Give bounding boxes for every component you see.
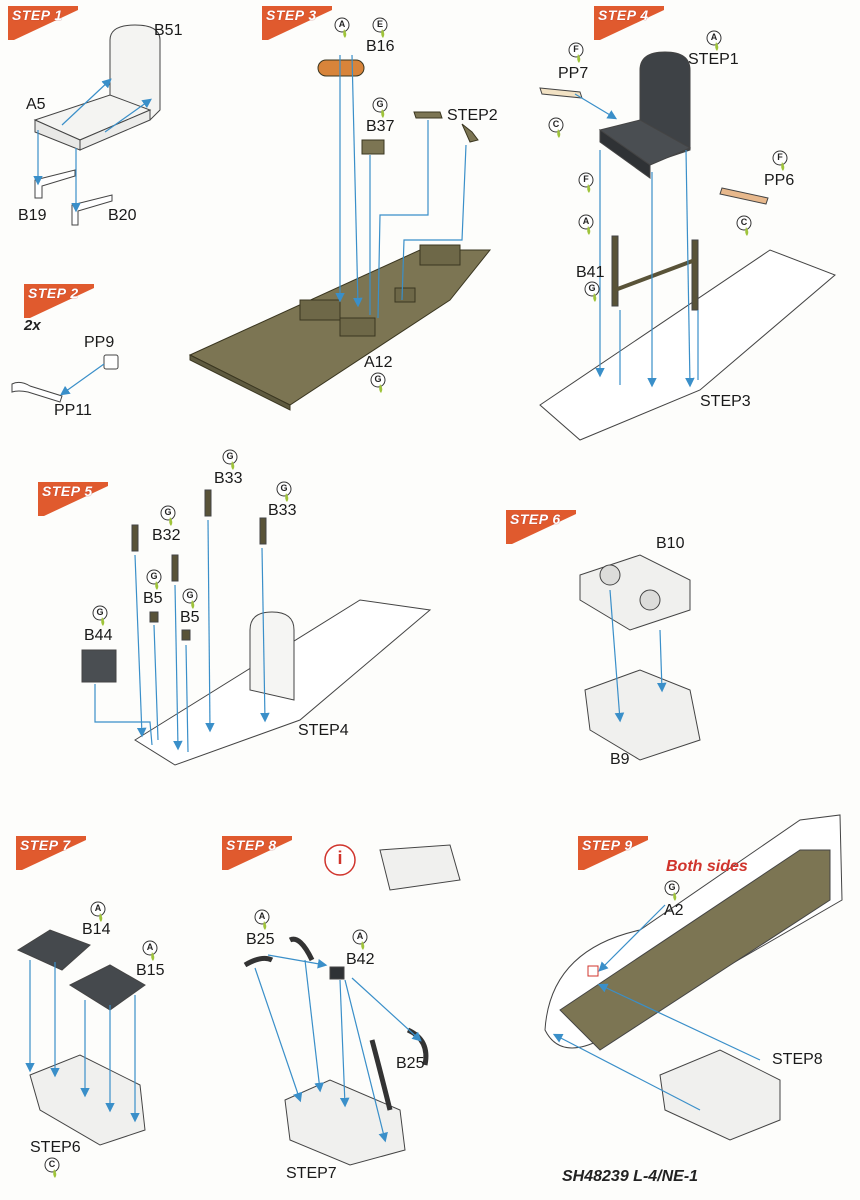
part-label: A12 bbox=[364, 354, 393, 371]
step2-flag: STEP 2 bbox=[24, 284, 94, 318]
step9-note: Both sides bbox=[666, 858, 748, 875]
step5-flag-label: STEP 5 bbox=[42, 483, 93, 499]
part-label: A5 bbox=[26, 96, 46, 113]
part-label: B33 bbox=[268, 502, 297, 519]
part-label: B44 bbox=[84, 627, 113, 644]
step4-drawing bbox=[539, 51, 836, 441]
part-label: B16 bbox=[366, 38, 395, 55]
paint-badge: A bbox=[706, 30, 722, 52]
part-label: B5 bbox=[180, 609, 200, 626]
part-label: B32 bbox=[152, 527, 181, 544]
paint-badge: G bbox=[182, 588, 198, 610]
part-label: PP7 bbox=[558, 65, 589, 82]
part-label: B14 bbox=[82, 921, 111, 938]
paint-badge: A bbox=[142, 940, 158, 962]
step2-flag-label: STEP 2 bbox=[28, 285, 79, 301]
part-label: STEP2 bbox=[447, 107, 498, 124]
paint-badge: G bbox=[146, 569, 162, 591]
part-label: B25 bbox=[396, 1055, 425, 1072]
part-label: STEP8 bbox=[772, 1051, 823, 1068]
part-label: B37 bbox=[366, 118, 395, 135]
step5-flag: STEP 5 bbox=[38, 482, 108, 516]
step7-drawing bbox=[16, 929, 146, 1146]
step6-drawing bbox=[579, 554, 701, 761]
info-icon: i bbox=[337, 848, 343, 868]
footer-kit-code: SH48239 L-4/NE-1 bbox=[562, 1168, 699, 1185]
paint-badge: A bbox=[254, 909, 270, 931]
part-label: B33 bbox=[214, 470, 243, 487]
paint-badge: F bbox=[568, 42, 584, 64]
step3-flag-label: STEP 3 bbox=[266, 7, 317, 23]
paint-badge: G bbox=[160, 505, 176, 527]
part-label: A2 bbox=[664, 902, 684, 919]
step2-parts-drawing bbox=[11, 354, 119, 403]
step6-flag-label: STEP 6 bbox=[510, 511, 561, 527]
paint-badge: C bbox=[44, 1157, 60, 1179]
part-label: B41 bbox=[576, 264, 605, 281]
step9-flag: STEP 9 bbox=[578, 836, 648, 870]
paint-badge: A bbox=[334, 17, 350, 39]
paint-badge: G bbox=[664, 880, 680, 902]
part-label: B25 bbox=[246, 931, 275, 948]
step3-flag: STEP 3 bbox=[262, 6, 332, 40]
step1-flag-label: STEP 1 bbox=[12, 7, 63, 23]
step7-flag-label: STEP 7 bbox=[20, 837, 71, 853]
part-label: STEP7 bbox=[286, 1165, 337, 1182]
paint-badge: C bbox=[548, 117, 564, 139]
paint-badge: F bbox=[772, 150, 788, 172]
paint-badge: G bbox=[372, 97, 388, 119]
paint-badge: E bbox=[372, 17, 388, 39]
step9-drawing bbox=[544, 814, 843, 1141]
part-label: B42 bbox=[346, 951, 375, 968]
part-label: B51 bbox=[154, 22, 183, 39]
step8-flag: STEP 8 bbox=[222, 836, 292, 870]
paint-badge: A bbox=[352, 929, 368, 951]
paint-badge: C bbox=[736, 215, 752, 237]
step8-flag-label: STEP 8 bbox=[226, 837, 277, 853]
paint-badge: A bbox=[90, 901, 106, 923]
part-label: B20 bbox=[108, 207, 137, 224]
part-label: B9 bbox=[610, 751, 630, 768]
step4-flag-label: STEP 4 bbox=[598, 7, 649, 23]
part-label: STEP4 bbox=[298, 722, 349, 739]
part-label: B10 bbox=[656, 535, 685, 552]
part-label: STEP6 bbox=[30, 1139, 81, 1156]
step3-floor-drawing bbox=[188, 59, 492, 411]
part-label: B5 bbox=[143, 590, 163, 607]
step8-drawing bbox=[243, 844, 461, 1166]
part-label: PP11 bbox=[54, 402, 92, 419]
paint-badge: G bbox=[276, 481, 292, 503]
part-label: STEP3 bbox=[700, 393, 751, 410]
part-label: PP9 bbox=[84, 334, 115, 351]
step1-seat-drawing bbox=[33, 24, 161, 226]
paint-badge: G bbox=[222, 449, 238, 471]
step7-flag: STEP 7 bbox=[16, 836, 86, 870]
step1-flag: STEP 1 bbox=[8, 6, 78, 40]
step6-flag: STEP 6 bbox=[506, 510, 576, 544]
step5-drawing bbox=[81, 489, 432, 766]
part-label: STEP1 bbox=[688, 51, 739, 68]
step9-flag-label: STEP 9 bbox=[582, 837, 633, 853]
paint-badge: G bbox=[584, 281, 600, 303]
step4-flag: STEP 4 bbox=[594, 6, 664, 40]
part-label: PP6 bbox=[764, 172, 795, 189]
step2-quantity: 2x bbox=[24, 317, 41, 334]
paint-badge: G bbox=[92, 605, 108, 627]
paint-badge: G bbox=[370, 372, 386, 394]
part-label: B15 bbox=[136, 962, 165, 979]
paint-badge: A bbox=[578, 214, 594, 236]
part-label: B19 bbox=[18, 207, 47, 224]
paint-badge: F bbox=[578, 172, 594, 194]
